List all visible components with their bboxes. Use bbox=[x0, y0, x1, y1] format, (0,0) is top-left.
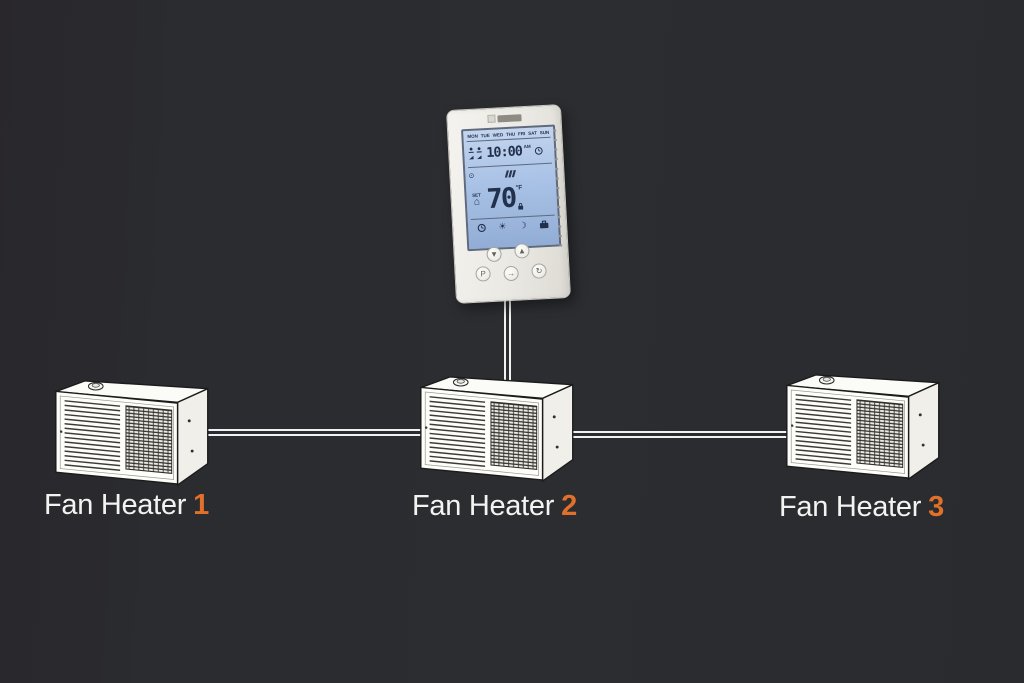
temperature-row: SET ⌂ 70 °F bbox=[469, 178, 555, 218]
wire-heater2-to-heater3 bbox=[570, 431, 790, 438]
wire-heater1-to-heater2 bbox=[200, 429, 424, 436]
heater-side-face bbox=[907, 381, 940, 481]
away-briefcase-icon bbox=[539, 220, 549, 229]
day-mon: MON bbox=[467, 133, 479, 140]
heater-louver-grille bbox=[429, 396, 486, 467]
down-button[interactable]: ▼ bbox=[486, 246, 502, 263]
brand-logo-wordmark bbox=[496, 113, 522, 122]
fan-heater-1-illustration bbox=[55, 380, 209, 487]
mode-icon-row: ☀ ☽ bbox=[471, 218, 556, 235]
clock-circle-icon bbox=[534, 146, 543, 155]
meridiem-indicator: AM bbox=[523, 143, 531, 150]
temperature-unit: °F bbox=[515, 184, 523, 192]
heater-side-face bbox=[541, 383, 574, 483]
home-icon: ⌂ bbox=[473, 196, 481, 208]
day-thu: THU bbox=[505, 131, 516, 138]
program-button[interactable]: P bbox=[475, 266, 492, 282]
heater-mesh-grille bbox=[856, 399, 904, 468]
day-sun-icon: ☀ bbox=[498, 221, 507, 232]
up-button[interactable]: ▲ bbox=[514, 242, 530, 259]
thermostat-lcd: MON TUE WED THU FRI SAT SUN bbox=[461, 124, 562, 252]
time-row: 10:00 AM bbox=[467, 138, 552, 166]
wake-clock-icon bbox=[477, 223, 486, 232]
power-button[interactable]: ↻ bbox=[531, 263, 547, 279]
heater-3-number: 3 bbox=[928, 491, 944, 523]
temperature-display: 70 bbox=[485, 182, 517, 215]
brand-logo bbox=[486, 113, 522, 124]
schedule-period-icons bbox=[468, 147, 482, 160]
night-moon-icon: ☽ bbox=[518, 220, 528, 231]
heater-louver-grille bbox=[795, 394, 852, 465]
advance-button[interactable]: → bbox=[503, 265, 520, 282]
heater-mesh-grille bbox=[490, 401, 538, 470]
brand-logo-icon bbox=[486, 114, 496, 124]
heater-side-face bbox=[176, 387, 209, 487]
day-sat: SAT bbox=[528, 130, 537, 136]
heater-1-number: 1 bbox=[193, 489, 209, 521]
heater-1-name: Fan Heater bbox=[44, 489, 187, 521]
thermostat: MON TUE WED THU FRI SAT SUN bbox=[446, 104, 571, 304]
day-wed: WED bbox=[492, 132, 504, 138]
time-display: 10:00 bbox=[485, 143, 523, 162]
day-tue: TUE bbox=[480, 132, 490, 139]
status-row: ⊙ bbox=[468, 165, 553, 182]
heater-louver-grille bbox=[64, 400, 121, 471]
wire-thermostat-to-heater2 bbox=[504, 294, 511, 384]
heater-2-name: Fan Heater bbox=[412, 490, 555, 522]
heater-2-number: 2 bbox=[561, 490, 577, 522]
day-sun: SUN bbox=[539, 129, 550, 136]
day-fri: FRI bbox=[517, 131, 526, 137]
target-icon: ⊙ bbox=[468, 172, 475, 180]
heater-3-name: Fan Heater bbox=[779, 491, 922, 523]
fan-heater-2-illustration bbox=[420, 376, 574, 483]
lock-icon bbox=[517, 203, 523, 210]
fan-heater-3-illustration bbox=[786, 374, 940, 481]
heat-on-icon bbox=[505, 169, 517, 178]
heater-mesh-grille bbox=[125, 405, 173, 474]
